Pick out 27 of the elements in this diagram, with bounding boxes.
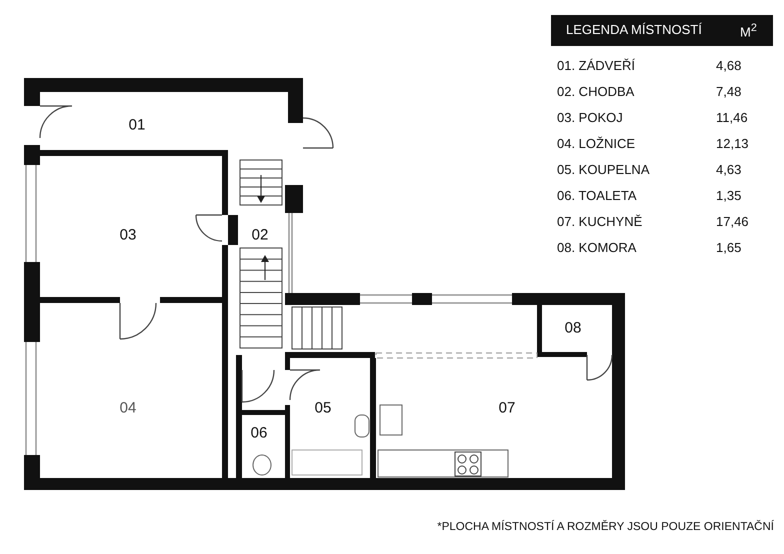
- area-value: 4,63: [716, 162, 742, 177]
- room-name: 06. TOALETA: [557, 188, 636, 203]
- room-number: 04: [120, 400, 136, 416]
- area-value: 1,65: [716, 240, 742, 255]
- room-number: 05: [314, 400, 332, 416]
- room-number: 03: [120, 226, 136, 244]
- room-number: 01: [128, 116, 146, 134]
- area-value: 7,48: [716, 84, 742, 99]
- room-number: 02: [252, 226, 268, 244]
- room-name: 08. KOMORA: [557, 240, 636, 255]
- room-name: 03. POKOJ: [557, 110, 623, 125]
- footnote: *PLOCHA MÍSTNOSTÍ A ROZMĚRY JSOU POUZE ORIENTAČNÍ: [437, 521, 774, 533]
- legend-unit-header: M$^{2}$: [740, 22, 757, 40]
- room-number: 08: [564, 320, 582, 336]
- area-value: 11,46: [716, 110, 748, 125]
- area-value: 12,13: [716, 136, 749, 151]
- area-value: 17,46: [716, 214, 749, 229]
- room-name: 05. KOUPELNA: [557, 162, 650, 177]
- room-name: 01. ZÁDVEŘÍ: [557, 58, 636, 73]
- room-name: 04. LOŽNICE: [557, 136, 636, 151]
- room-number: 06: [250, 424, 268, 442]
- room-name: 07. KUCHYNĚ: [557, 214, 642, 229]
- legend-title: LEGENDA MÍSTNOSTÍ: [566, 22, 702, 37]
- area-value: 1,35: [716, 188, 742, 203]
- room-number: 07: [498, 400, 516, 416]
- area-value: 4,68: [716, 58, 742, 73]
- room-name: 02. CHODBA: [557, 84, 634, 99]
